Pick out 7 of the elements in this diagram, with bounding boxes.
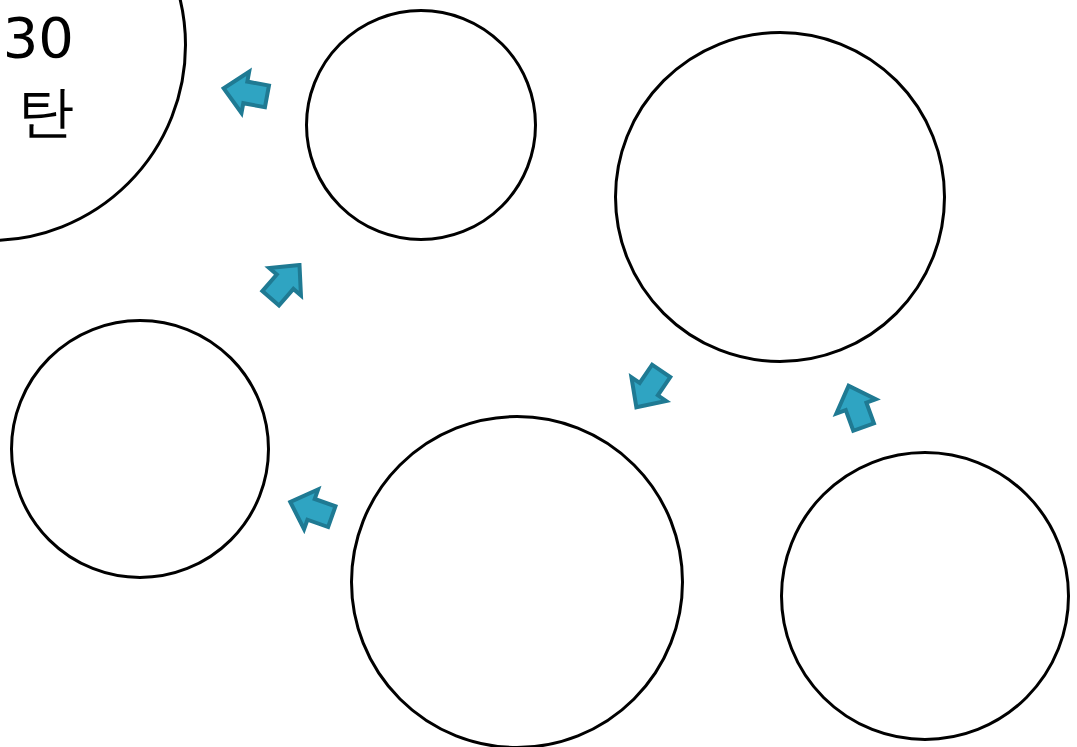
block-arrow <box>628 361 674 410</box>
node-label: 탄 <box>17 78 74 146</box>
node-label: 30 <box>2 4 74 72</box>
block-arrow <box>832 382 881 434</box>
block-arrow <box>259 262 304 309</box>
block-arrow <box>287 485 338 535</box>
block-arrow <box>220 67 272 118</box>
